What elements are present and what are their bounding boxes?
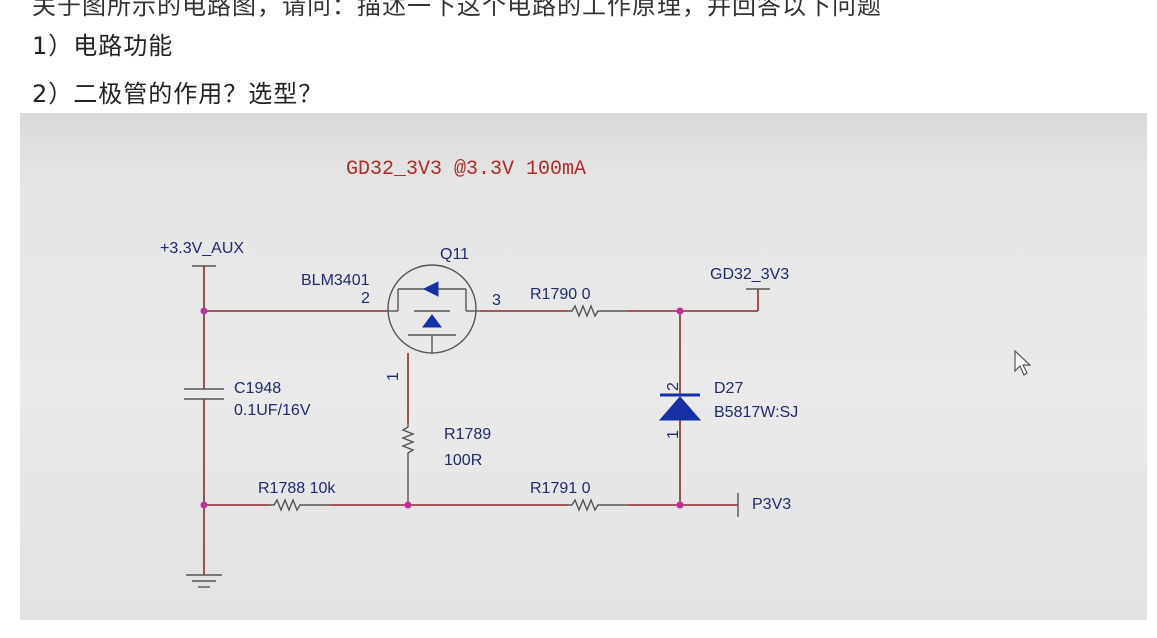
- r1791-label: R1791 0: [530, 480, 591, 497]
- junction-dot: [676, 307, 684, 315]
- junction-dot: [200, 501, 208, 509]
- c1948-ref: C1948: [234, 380, 281, 397]
- net-label-out: GD32_3V3: [710, 266, 789, 283]
- r1789-ref: R1789: [444, 426, 491, 443]
- junction-dot: [404, 501, 412, 509]
- diode-d27-icon: [658, 396, 702, 421]
- resistor-r1789: [401, 423, 415, 505]
- c1948-val: 0.1UF/16V: [234, 402, 311, 419]
- mosfet-pin-3: 3: [492, 292, 501, 309]
- net-label-p3v3: P3V3: [752, 496, 791, 513]
- mosfet-part: BLM3401: [301, 272, 370, 289]
- resistor-r1790: [568, 304, 628, 318]
- diode-pin-2: 2: [665, 382, 682, 391]
- net-label-in: +3.3V_AUX: [160, 240, 244, 257]
- r1789-val: 100R: [444, 452, 482, 469]
- resistor-r1791: [568, 498, 628, 512]
- question-item-1: 1）电路功能: [32, 32, 174, 60]
- junction-dot: [200, 307, 208, 315]
- mosfet-body-diode-icon: [422, 281, 439, 297]
- schematic-diagram: GD32_3V3 @3.3V 100mA +3.3V_AUX GD32_3V3 …: [160, 158, 1032, 588]
- mosfet-pin-2: 2: [361, 290, 370, 307]
- resistor-r1788: [270, 498, 330, 512]
- mosfet-ref: Q11: [440, 246, 469, 263]
- mosfet-pin-1: 1: [385, 372, 402, 381]
- diode-pin-1: 1: [665, 430, 682, 439]
- r1788-label: R1788 10k: [258, 480, 336, 497]
- question-heading: 关于图所示的电路图，请问：描述一下这个电路的工作原理，并回答以下问题: [32, 0, 882, 20]
- mouse-cursor-icon: [1014, 349, 1032, 376]
- mosfet-arrow-icon: [422, 314, 442, 328]
- schematic-photo: GD32_3V3 @3.3V 100mA +3.3V_AUX GD32_3V3 …: [20, 113, 1147, 620]
- junction-dot: [676, 501, 684, 509]
- d27-part: B5817W:SJ: [714, 404, 798, 421]
- r1790-label: R1790 0: [530, 286, 591, 303]
- schematic-title: GD32_3V3 @3.3V 100mA: [346, 158, 586, 181]
- question-item-2: 2）二极管的作用？选型？: [32, 80, 324, 108]
- d27-ref: D27: [714, 380, 743, 397]
